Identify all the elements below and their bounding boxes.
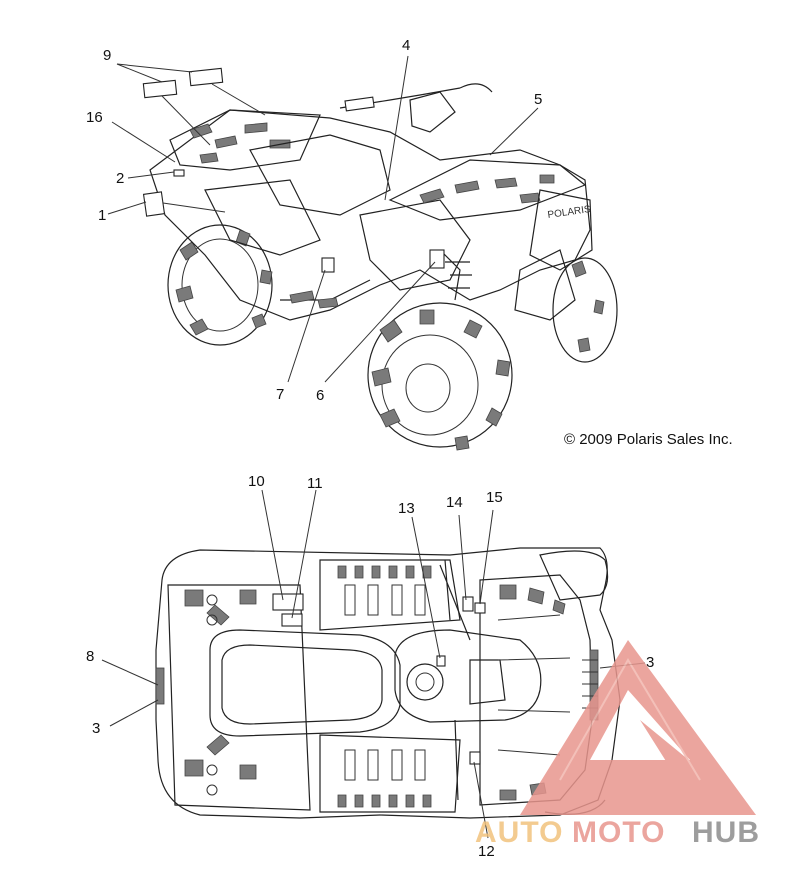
decal-12 (469, 751, 481, 765)
watermark-text-hub: HUB (692, 816, 760, 849)
callout-15: 15 (486, 489, 503, 506)
decal-7 (321, 257, 335, 273)
leader-lines-top (107, 55, 539, 383)
callout-9: 9 (103, 47, 111, 64)
decal-9b (188, 67, 224, 87)
callout-4: 4 (402, 37, 410, 54)
callout-11: 11 (307, 475, 323, 492)
decals-bottom (272, 593, 486, 765)
decal-9a (142, 79, 178, 99)
callout-6: 6 (316, 387, 324, 404)
callout-10: 10 (248, 473, 265, 490)
decal-10 (272, 593, 304, 611)
watermark-text-auto: AUTO (475, 816, 563, 849)
callout-2: 2 (116, 170, 124, 187)
copyright-text: © 2009 Polaris Sales Inc. (564, 431, 733, 448)
callout-12: 12 (478, 843, 495, 860)
callout-5: 5 (534, 91, 542, 108)
callout-8: 8 (86, 648, 94, 665)
watermark-logo: AUTO MOTO HUB (475, 640, 760, 849)
decal-14 (462, 596, 474, 612)
callout-3-left: 3 (92, 720, 100, 737)
callouts-bottom: 10 11 13 14 15 8 3 3 12 (86, 473, 654, 860)
decals-top (142, 67, 445, 273)
watermark-text-moto: MOTO (572, 816, 665, 849)
decal-13 (436, 655, 446, 667)
decal-1 (142, 191, 166, 217)
atv-perspective-illustration: POLARIS (149, 83, 618, 451)
callout-14: 14 (446, 494, 463, 511)
callout-13: 13 (398, 500, 415, 517)
callouts-top: 9 16 2 1 4 5 7 6 (86, 37, 542, 404)
decal-15 (474, 602, 486, 614)
callout-3-right: 3 (646, 654, 654, 671)
svg-text:POLARIS: POLARIS (547, 204, 592, 221)
atv-topdown-illustration (155, 547, 621, 819)
decal-11 (281, 613, 303, 627)
decal-2 (173, 169, 185, 177)
callout-1: 1 (98, 207, 106, 224)
callout-7: 7 (276, 386, 284, 403)
leader-lines-bottom (101, 489, 646, 839)
callout-16: 16 (86, 109, 103, 126)
